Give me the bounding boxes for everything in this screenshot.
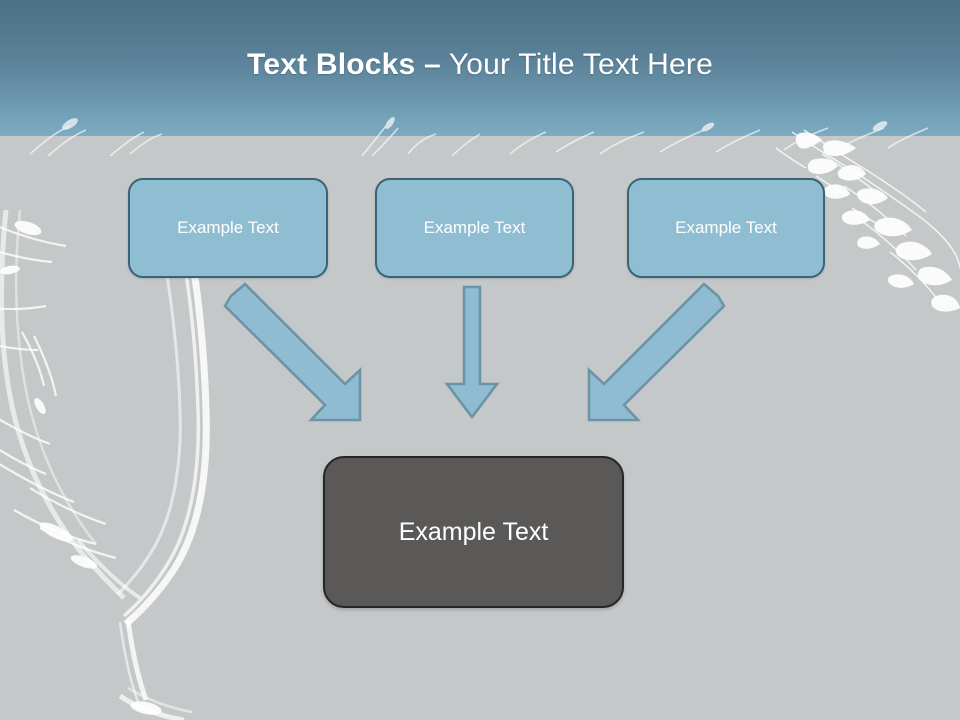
slide-title: Text Blocks – Your Title Text Here — [0, 48, 960, 82]
arrow-down-right-icon[interactable] — [214, 282, 374, 432]
champagne-glass-decoration — [0, 210, 310, 720]
slide-title-bold: Text Blocks – — [247, 48, 441, 81]
text-block-2[interactable]: Example Text — [375, 178, 574, 278]
water-splash-decoration — [560, 128, 960, 328]
champagne-flute-icon — [0, 210, 210, 720]
water-splash-icon — [775, 129, 960, 312]
text-block-3-label: Example Text — [675, 218, 777, 237]
arrow-down-icon[interactable] — [440, 284, 520, 424]
title-banner — [0, 0, 960, 136]
slide-title-light: Your Title Text Here — [440, 48, 713, 81]
arrow-down-left-icon[interactable] — [575, 282, 735, 432]
text-block-1[interactable]: Example Text — [128, 178, 328, 278]
text-block-2-label: Example Text — [423, 218, 526, 237]
result-text-block-label: Example Text — [398, 517, 549, 546]
header-splash-decoration — [0, 96, 960, 156]
text-block-1-label: Example Text — [177, 218, 279, 237]
header-splash-icon — [29, 117, 929, 156]
text-block-3[interactable]: Example Text — [627, 178, 825, 278]
result-text-block[interactable]: Example Text — [323, 456, 624, 608]
